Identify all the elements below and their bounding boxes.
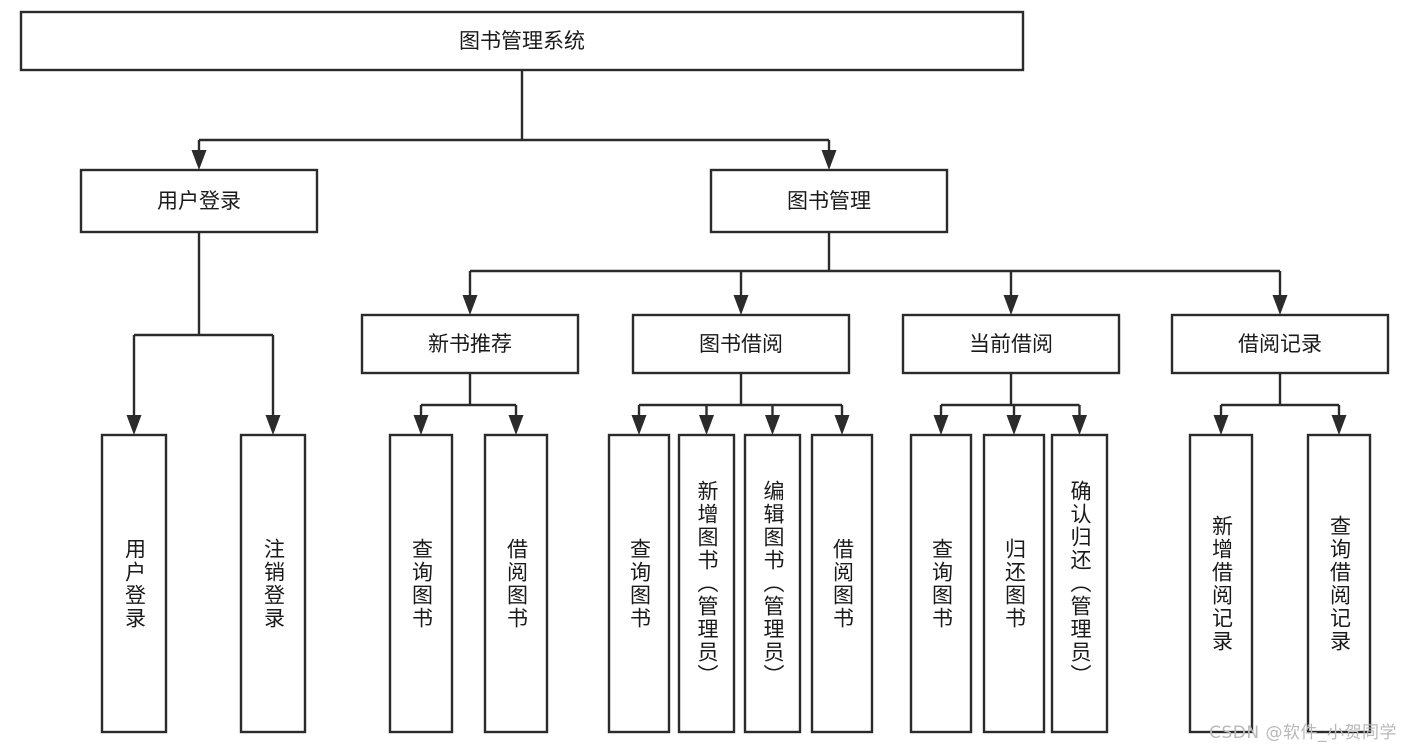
arrow-head-icon [1003,295,1019,315]
arrow-head-icon [834,415,850,435]
arrow-head-icon [126,415,142,435]
arrow-head-icon [191,150,207,170]
node-label-book-borrow: 图书借阅 [699,332,783,356]
arrow-head-icon [699,415,714,435]
arrow-head-icon [1006,415,1022,435]
node-box-leaf-add-book[interactable] [677,433,736,734]
arrow-head-icon [765,415,780,435]
arrow-head-icon [933,415,949,435]
watermark-text: CSDN @软件_小贺同学 [1209,723,1397,743]
node-box-root[interactable] [19,10,1025,72]
node-box-leaf-query-book-2[interactable] [607,433,671,734]
node-box-borrow-record[interactable] [1170,313,1390,375]
node-box-leaf-user-logout[interactable] [239,433,307,734]
node-box-book-borrow[interactable] [631,313,851,375]
arrow-head-icon [265,415,281,435]
arrow-head-icon [631,415,647,435]
arrow-head-icon [1213,415,1229,435]
node-label-current-borrow: 当前借阅 [969,332,1053,356]
node-box-leaf-return-book[interactable] [982,433,1046,734]
node-label-borrow-record: 借阅记录 [1238,332,1322,356]
arrow-head-icon [508,415,524,435]
node-label-user-login: 用户登录 [157,189,241,213]
arrow-head-icon [821,150,837,170]
arrow-head-icon [733,295,749,315]
node-box-leaf-query-book-3[interactable] [909,433,973,734]
arrow-head-icon [1072,415,1087,435]
node-box-leaf-query-book-1[interactable] [388,433,454,734]
node-label-root: 图书管理系统 [459,29,585,53]
node-box-leaf-borrow-book-2[interactable] [810,433,874,734]
arrow-head-icon [1331,415,1347,435]
node-label-new-book-rec: 新书推荐 [428,332,512,356]
node-box-user-login[interactable] [79,168,319,234]
node-box-leaf-confirm-return[interactable] [1050,433,1109,734]
arrow-head-icon [413,415,429,435]
boxes-layer [19,10,1390,734]
node-box-book-manage[interactable] [709,168,949,234]
node-box-leaf-add-record[interactable] [1188,433,1254,734]
connectors-layer [126,70,1347,435]
node-label-book-manage: 图书管理 [787,189,871,213]
arrow-head-icon [1272,295,1288,315]
arrow-head-icon [462,295,478,315]
node-box-leaf-edit-book[interactable] [743,433,802,734]
node-box-leaf-borrow-book-1[interactable] [483,433,549,734]
node-box-new-book-rec[interactable] [360,313,580,375]
node-box-leaf-query-record[interactable] [1306,433,1372,734]
node-box-current-borrow[interactable] [901,313,1121,375]
node-box-leaf-user-login[interactable] [100,433,168,734]
